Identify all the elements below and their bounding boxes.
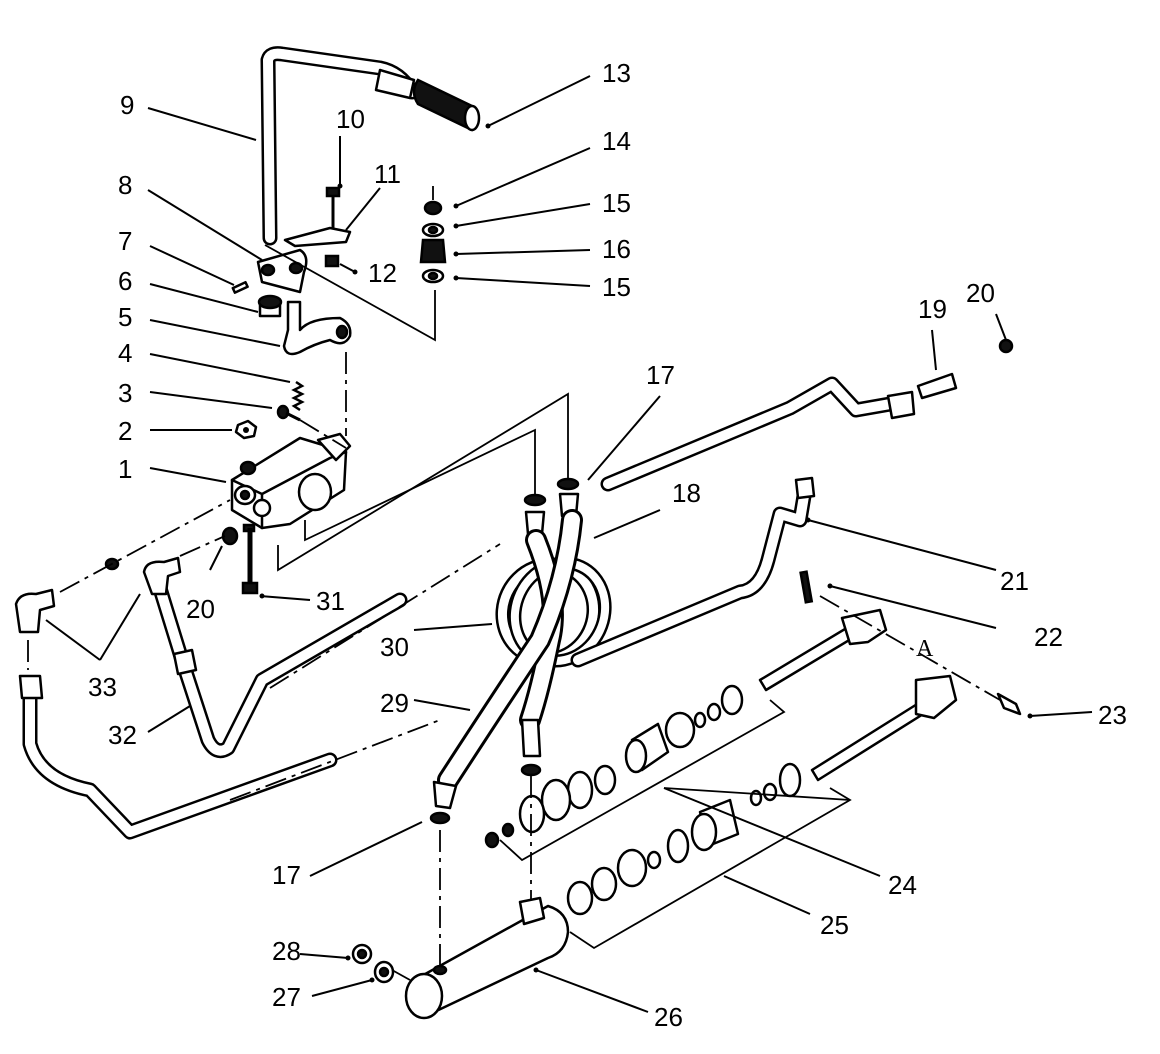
callout-25: 25 — [820, 910, 849, 940]
center-line — [391, 969, 411, 981]
callout-18: 18 — [672, 478, 701, 508]
callout-7: 7 — [118, 226, 132, 256]
kit-leader — [663, 787, 851, 801]
callout-20: 20 — [966, 278, 995, 308]
callout-33: 33 — [88, 672, 117, 702]
callout-labels: 1 2 3 4 5 6 7 8 9 10 11 12 13 14 15 16 1… — [88, 58, 1127, 1032]
hydraulic-hoses — [429, 509, 612, 825]
center-line — [299, 419, 347, 449]
callout-22: 22 — [1034, 622, 1063, 652]
callout-23: 23 — [1098, 700, 1127, 730]
callout-5: 5 — [118, 302, 132, 332]
assembly-line — [264, 244, 436, 342]
control-lever — [260, 46, 420, 246]
callout-10: 10 — [336, 104, 365, 134]
spring — [291, 380, 305, 412]
o-ring — [221, 526, 239, 546]
callout-2: 2 — [118, 416, 132, 446]
callout-15: 15 — [602, 188, 631, 218]
tube-32 — [142, 556, 408, 759]
port-line — [304, 428, 536, 542]
callout-28: 28 — [272, 936, 301, 966]
pivot-block — [256, 248, 308, 294]
callout-31: 31 — [316, 586, 345, 616]
callout-6: 6 — [118, 266, 132, 296]
leader-lines — [45, 75, 1093, 1013]
washer-27 — [373, 960, 395, 984]
kit-bracket — [499, 699, 786, 862]
callout-20-second: 20 — [186, 594, 215, 624]
callout-1: 1 — [118, 454, 132, 484]
crank-arm — [282, 300, 352, 356]
callout-dots — [259, 123, 1033, 983]
center-line — [59, 499, 231, 593]
control-valve — [230, 432, 352, 533]
tube-21 — [570, 476, 816, 668]
callout-8: 8 — [118, 170, 132, 200]
kit-bracket — [569, 787, 852, 950]
callout-15-second: 15 — [602, 272, 631, 302]
callout-9: 9 — [120, 90, 134, 120]
nut-2 — [234, 419, 258, 440]
callout-11: 11 — [374, 159, 401, 189]
bushing — [257, 294, 283, 318]
callout-12: 12 — [368, 258, 397, 288]
center-line — [269, 543, 501, 689]
callout-27: 27 — [272, 982, 301, 1012]
center-line — [179, 535, 226, 557]
callout-24: 24 — [888, 870, 917, 900]
callout-13: 13 — [602, 58, 631, 88]
detail-marker-a: A — [916, 636, 934, 662]
piston-rod-upper — [758, 570, 888, 692]
callout-14: 14 — [602, 126, 631, 156]
parts-artwork — [14, 46, 1022, 1020]
nut — [324, 254, 340, 268]
callout-16: 16 — [602, 234, 631, 264]
upper-fittings — [523, 477, 580, 536]
piston-rod-lower — [810, 674, 1022, 782]
screw — [276, 404, 301, 422]
tube-33 — [14, 588, 338, 840]
fitting-28 — [351, 943, 373, 965]
callout-4: 4 — [118, 338, 132, 368]
cylinder-barrel — [404, 896, 570, 1020]
callout-29: 29 — [380, 688, 409, 718]
pin — [231, 280, 249, 294]
isolator-stack — [419, 186, 447, 284]
bracket-plate — [283, 226, 352, 248]
callout-17: 17 — [646, 360, 675, 390]
callout-30: 30 — [380, 632, 409, 662]
seal-kit-upper — [484, 684, 744, 849]
center-line — [819, 595, 1001, 701]
bolt — [325, 186, 341, 232]
callout-32: 32 — [108, 720, 137, 750]
callout-21: 21 — [1000, 566, 1029, 596]
callout-26: 26 — [654, 1002, 683, 1032]
lever-grip — [412, 78, 481, 132]
port-line — [277, 392, 569, 572]
callout-17-second: 17 — [272, 860, 301, 890]
callout-19: 19 — [918, 294, 947, 324]
callout-3: 3 — [118, 378, 132, 408]
